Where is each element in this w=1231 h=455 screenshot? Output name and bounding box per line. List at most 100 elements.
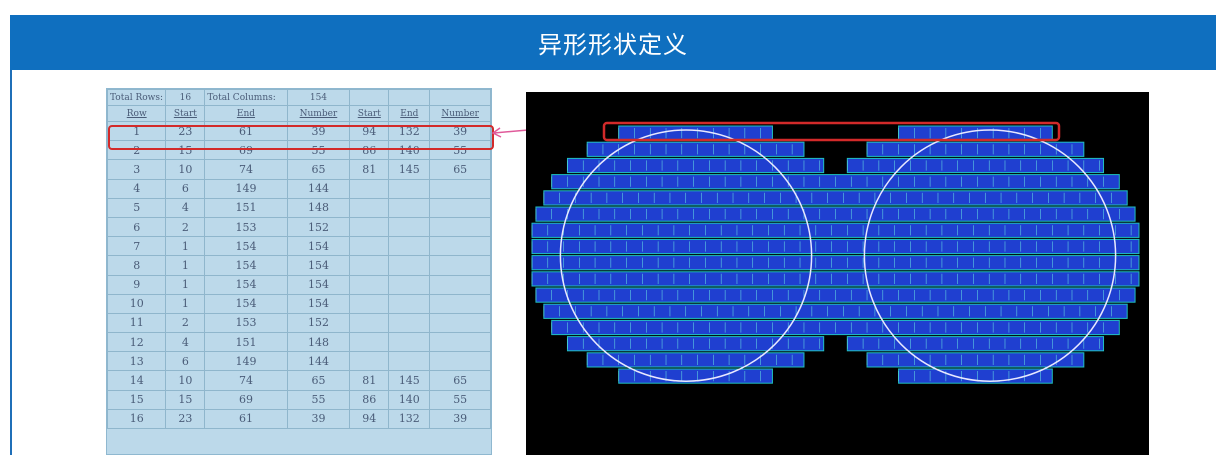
module-row-segment [543, 303, 1128, 319]
module-layout-diagram [531, 121, 1140, 384]
module-row-segment [566, 336, 825, 352]
table-cell: 12 [106, 332, 167, 353]
table-cell: Total Columns: [204, 89, 288, 106]
table-cell [349, 236, 390, 257]
module-row-segment [566, 157, 825, 174]
table-cell [349, 197, 390, 218]
table-cell: 39 [429, 408, 491, 430]
table-cell: 1 [165, 274, 206, 295]
table-cell: 153 [204, 216, 288, 238]
table-cell: 65 [429, 159, 491, 180]
table-cell: 1 [165, 255, 206, 276]
table-cell [349, 255, 390, 276]
pointer-arrow [491, 127, 529, 138]
table-cell: Number [429, 105, 491, 122]
table-cell: 65 [286, 159, 351, 180]
table-cell: 3 [106, 159, 167, 180]
table-cell: 5 [106, 197, 167, 218]
table-cell: 132 [388, 408, 431, 430]
table-cell: Total Rows: [106, 89, 167, 106]
table-cell [388, 293, 431, 314]
table-cell [349, 274, 390, 295]
row-1-highlight-box [108, 125, 494, 150]
table-cell [429, 332, 491, 353]
table-cell: 55 [429, 140, 491, 161]
table-cell: 154 [204, 293, 288, 314]
table-cell [429, 312, 491, 334]
table-cell [388, 274, 431, 295]
table-cell: 13 [106, 351, 167, 372]
table-cell: 144 [286, 351, 351, 372]
table-cell: 6 [165, 351, 206, 372]
table-cell: End [388, 105, 431, 122]
table-cell: 81 [349, 159, 390, 180]
table-cell: 55 [429, 389, 491, 410]
table-cell: 154 [286, 89, 351, 106]
table-cell: 6 [106, 216, 167, 238]
module-row-segment [586, 352, 805, 368]
diagram-row-1-highlight [602, 121, 1061, 142]
table-cell: 74 [204, 370, 288, 391]
lens-outline [559, 129, 813, 382]
module-row-segment [531, 222, 1140, 238]
table-cell: 154 [204, 236, 288, 257]
table-cell [388, 216, 431, 238]
table-cell: 16 [106, 408, 167, 430]
table-cell: Number [286, 105, 351, 122]
slide-frame [10, 15, 1231, 455]
table-cell: 2 [165, 216, 206, 238]
table-cell [349, 89, 390, 106]
table-cell: 154 [204, 255, 288, 276]
table-cell [429, 197, 491, 218]
table-cell: 16 [165, 89, 206, 106]
table-cell [429, 89, 491, 106]
table-cell: 140 [388, 389, 431, 410]
table-cell: 154 [204, 274, 288, 295]
table-cell [388, 236, 431, 257]
table-cell: 149 [204, 351, 288, 372]
module-row-segment [846, 157, 1105, 174]
table-cell: 23 [165, 408, 206, 430]
table-cell: 6 [165, 178, 206, 199]
table-cell: 15 [165, 389, 206, 410]
module-row-segment [531, 238, 1140, 255]
table-cell [349, 351, 390, 372]
table-cell [388, 197, 431, 218]
table-cell: 154 [286, 255, 351, 276]
table-cell [429, 178, 491, 199]
table-cell [388, 255, 431, 276]
table-cell: 145 [388, 159, 431, 180]
table-cell [388, 351, 431, 372]
table-cell: 11 [106, 312, 167, 334]
module-row-segment [846, 336, 1105, 352]
table-cell [349, 178, 390, 199]
table-cell: 154 [286, 236, 351, 257]
module-row-segment [898, 125, 1053, 141]
table-cell [429, 216, 491, 238]
table-cell [429, 293, 491, 314]
table-cell: 86 [349, 389, 390, 410]
table-cell [429, 255, 491, 276]
table-cell: 55 [286, 389, 351, 410]
module-row-segment [866, 141, 1085, 157]
table-cell [388, 312, 431, 334]
table-cell: 8 [106, 255, 167, 276]
table-cell: 14 [106, 370, 167, 391]
table-cell: 149 [204, 178, 288, 199]
table-cell: 69 [204, 389, 288, 410]
table-cell: 1 [165, 236, 206, 257]
table-cell [349, 312, 390, 334]
table-cell: 148 [286, 197, 351, 218]
slide-title: 异形形状定义 [538, 31, 688, 59]
table-cell: 145 [388, 370, 431, 391]
table-cell: 151 [204, 332, 288, 353]
